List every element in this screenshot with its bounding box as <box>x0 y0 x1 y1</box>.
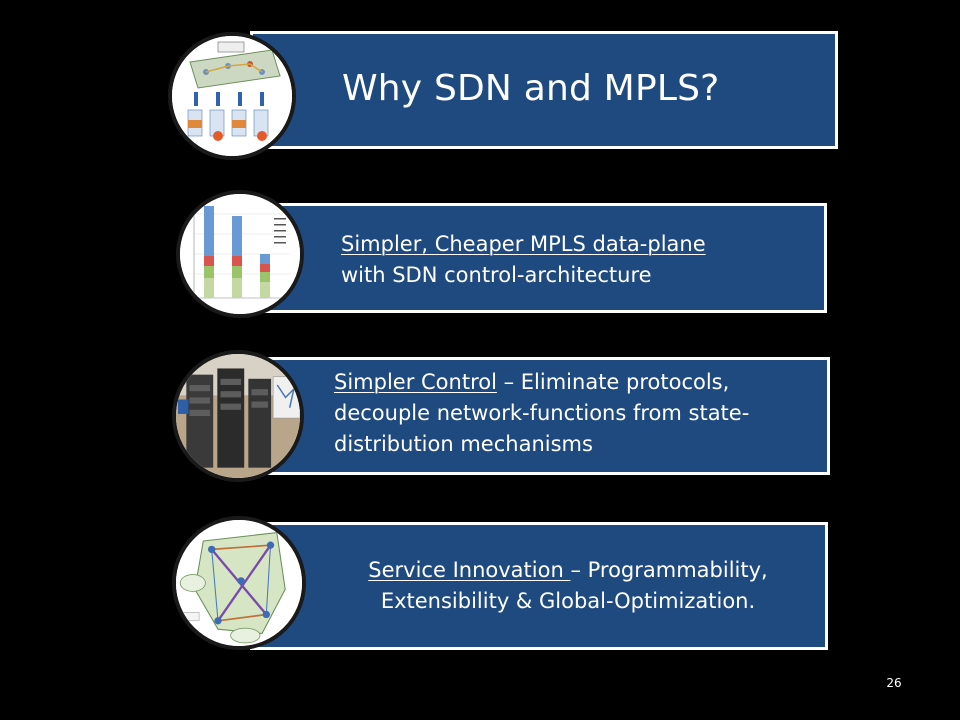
item-rest-2: – Eliminate protocols, decouple network-… <box>334 370 750 456</box>
slide-title: Why SDN and MPLS? <box>342 68 720 109</box>
topology-map-thumbnail <box>172 516 306 650</box>
item-lead-3: Service Innovation <box>368 558 571 582</box>
item-text-3: Service Innovation – Programmability, Ex… <box>318 555 818 617</box>
item-lead-1: Simpler, Cheaper MPLS data-plane <box>341 232 706 256</box>
item-text-1: Simpler, Cheaper MPLS data-plane with SD… <box>341 229 811 291</box>
lab-photo-thumbnail <box>172 350 304 482</box>
item-text-2: Simpler Control – Eliminate protocols, d… <box>334 367 814 460</box>
title-banner <box>250 31 838 149</box>
item-banner-1 <box>250 203 827 313</box>
item-lead-2: Simpler Control <box>334 370 497 394</box>
item-banner-2 <box>250 357 830 475</box>
item-rest-3: – Programmability, Extensibility & Globa… <box>380 558 768 613</box>
bar-chart-thumbnail <box>176 190 304 318</box>
item-banner-3 <box>250 522 828 650</box>
item-rest-1: with SDN control-architecture <box>341 263 652 287</box>
page-number: 26 <box>886 676 902 690</box>
network-diagram-thumbnail <box>168 32 296 160</box>
